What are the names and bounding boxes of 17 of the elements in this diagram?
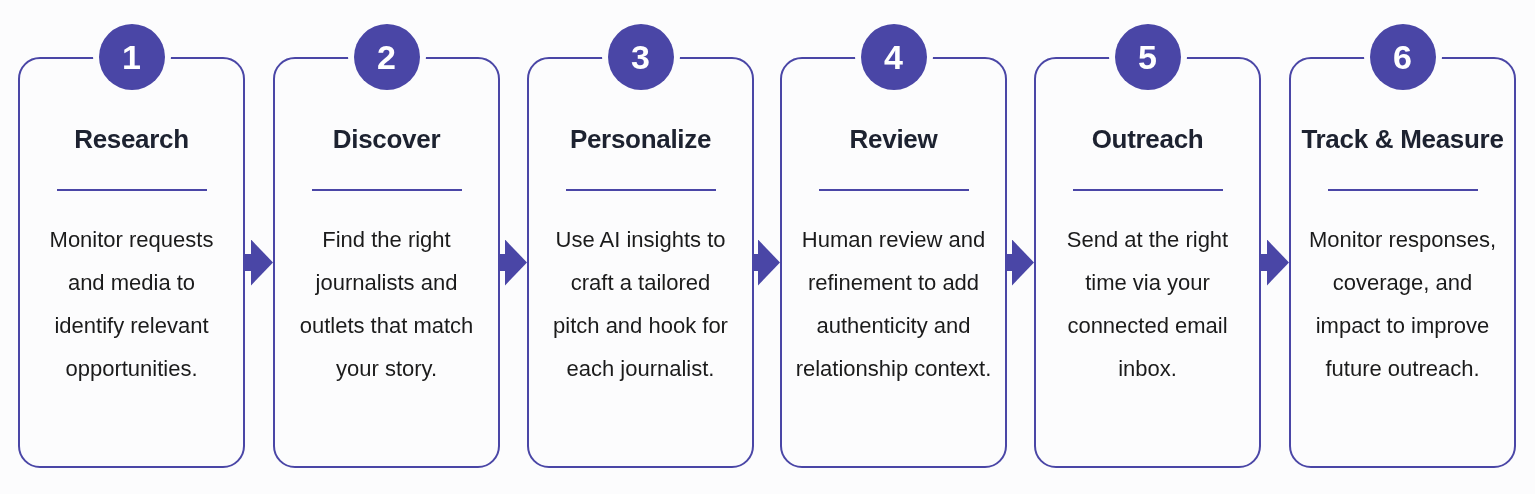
step-title: Track & Measure [1301, 123, 1504, 156]
arrow [754, 239, 780, 286]
step-title: Review [849, 123, 938, 156]
arrow [245, 239, 273, 286]
arrow [1007, 239, 1034, 286]
step-description: Monitor requests and media to identify relevant opportunities. [48, 226, 215, 383]
arrow [500, 239, 527, 286]
step-description: Monitor responses, coverage, and impact to improve future outreach. [1307, 226, 1498, 383]
step-description: Human review and refinement to add authenticity and relationship context. [794, 226, 993, 383]
step-title: Research [74, 123, 189, 156]
step-description: Find the right journalists and outlets that match your story. [298, 226, 475, 383]
step-description: Use AI insights to craft a tailored pitch and hook for each journalist. [552, 226, 729, 383]
arrow [1261, 239, 1289, 286]
step-title: Discover [332, 123, 441, 156]
step-title: Personalize [569, 123, 712, 156]
step-title: Outreach [1091, 123, 1204, 156]
step-description: Send at the right time via your connected email inbox. [1065, 226, 1230, 383]
